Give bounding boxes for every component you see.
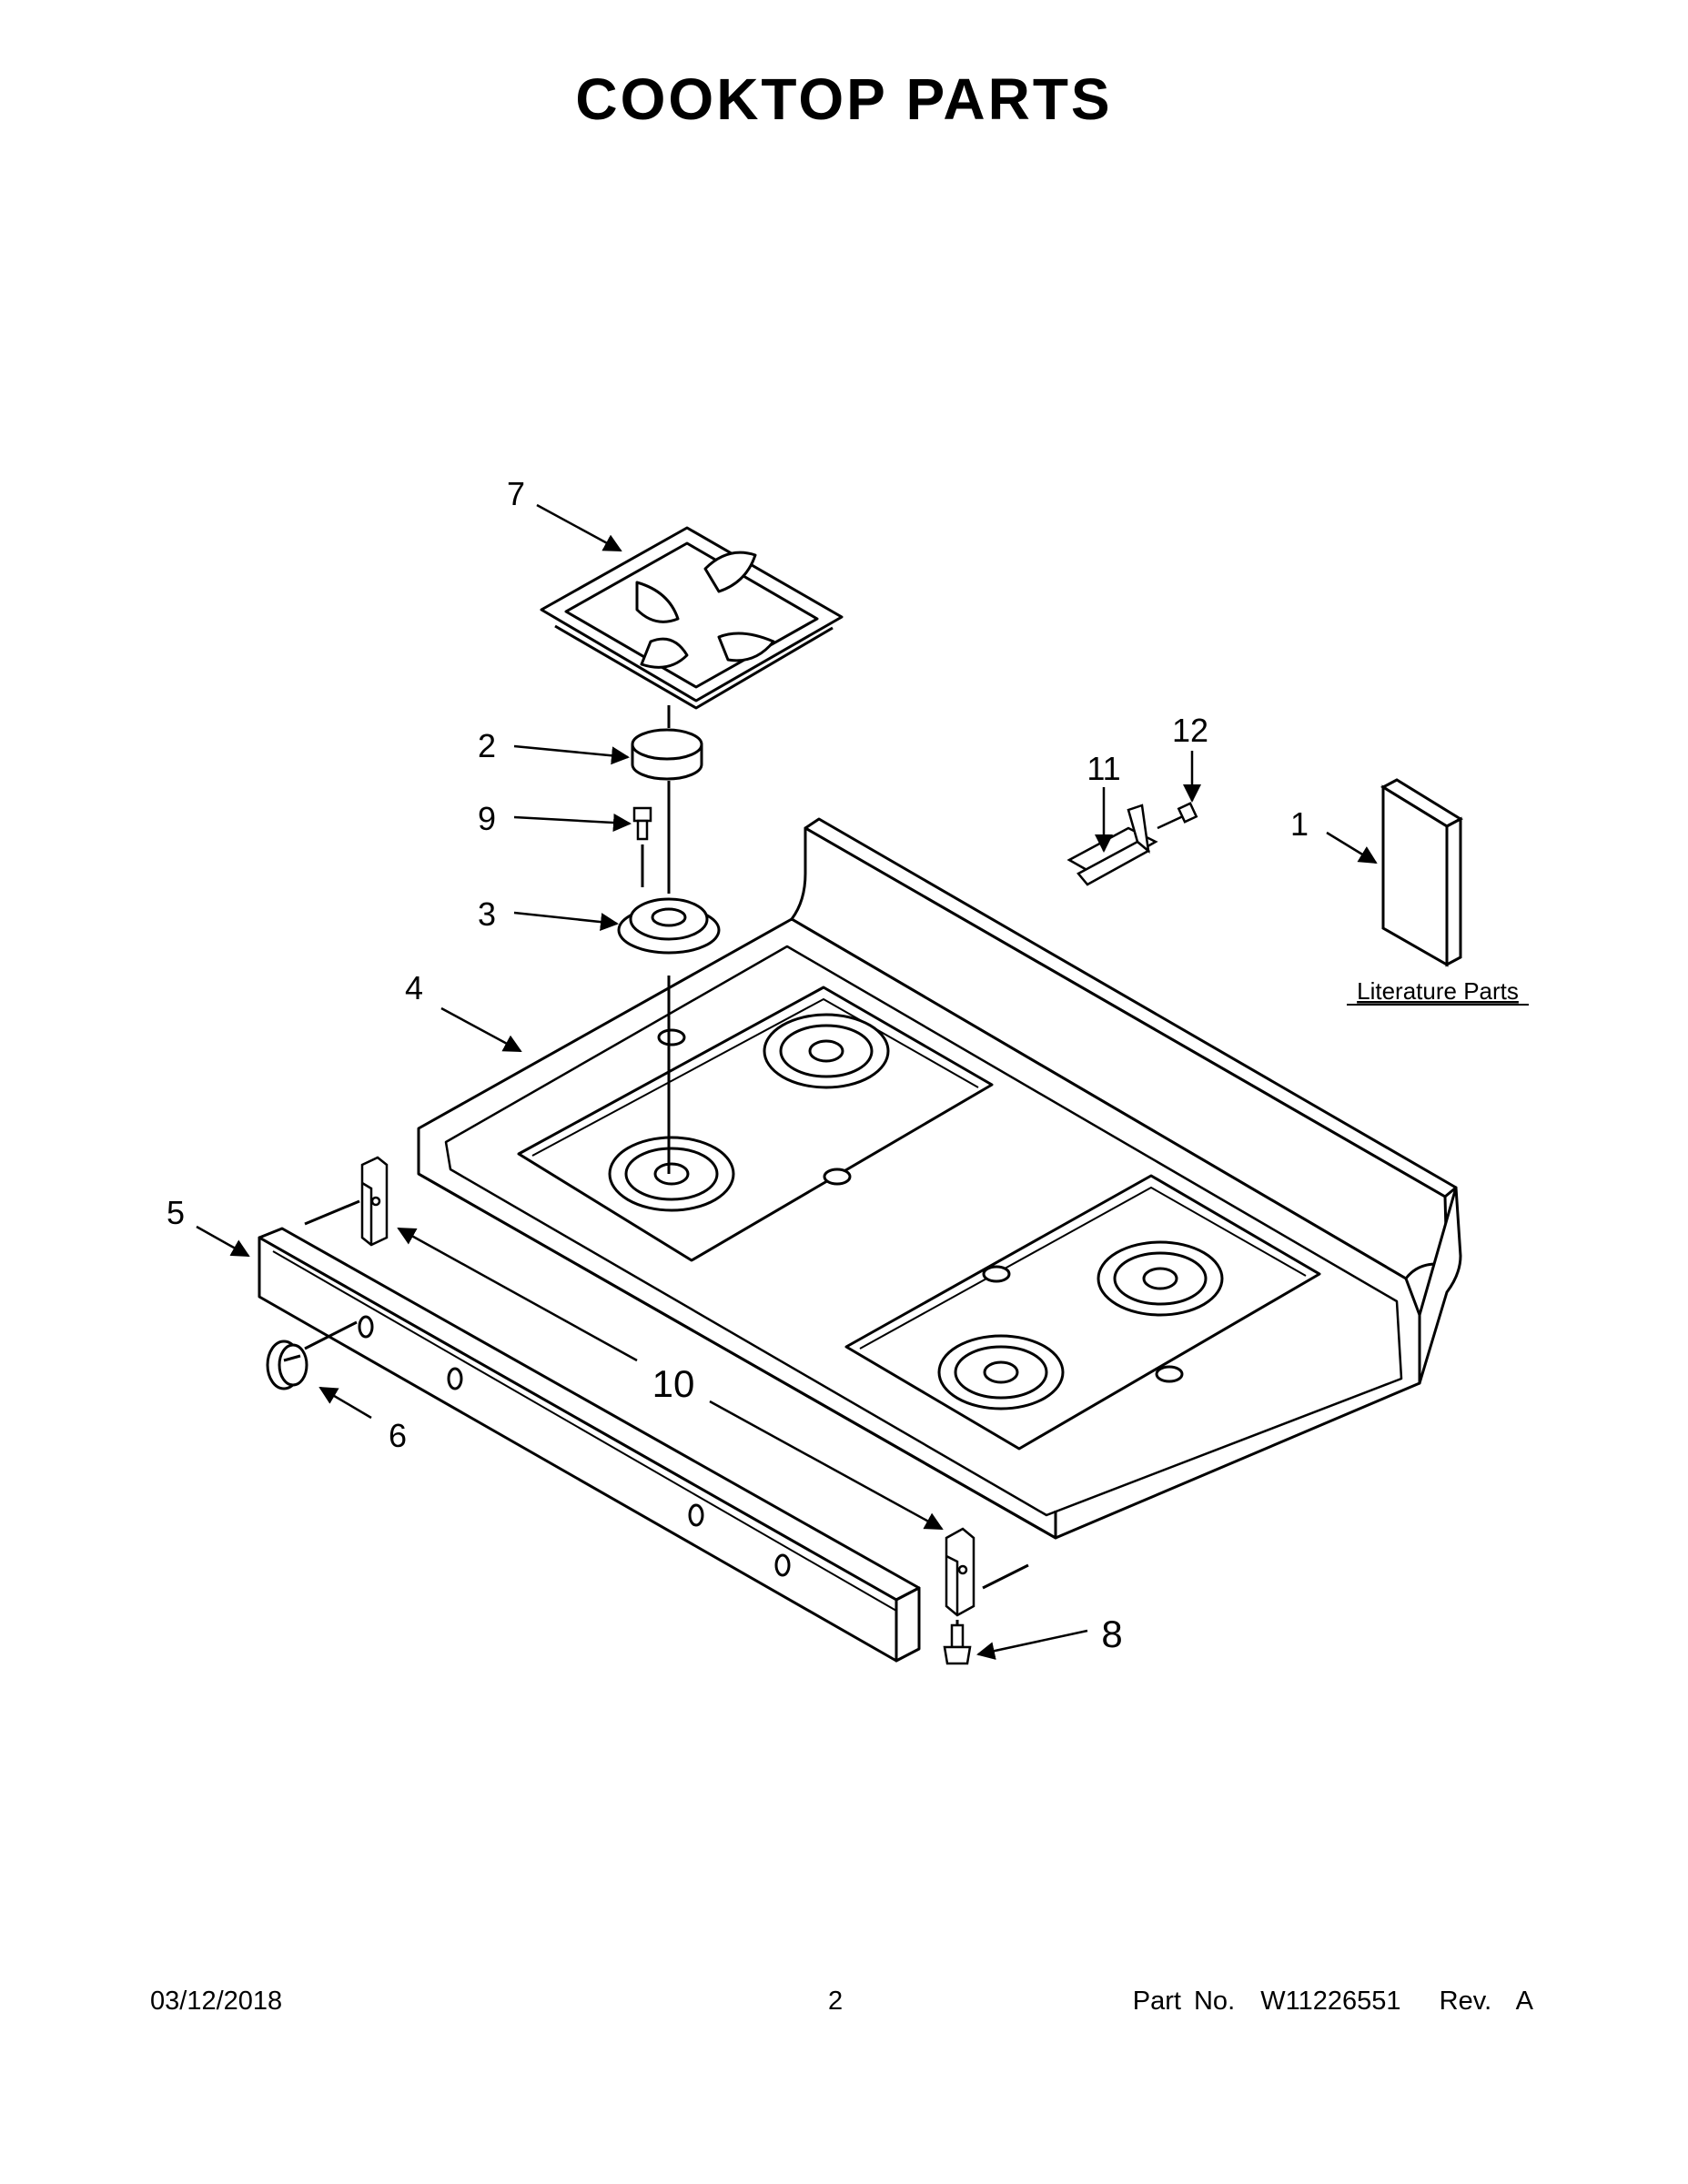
leader-arrows	[196, 503, 1378, 1660]
callout-10: 10	[652, 1362, 695, 1405]
mounting-bracket-left	[360, 1156, 389, 1247]
cooktop-main-top	[417, 817, 1462, 1540]
burner-bracket	[1066, 804, 1158, 886]
callout-8: 8	[1101, 1613, 1122, 1655]
callout-11: 11	[1087, 750, 1120, 787]
callout-2: 2	[478, 727, 496, 764]
callout-1: 1	[1290, 805, 1309, 843]
footer-part-number: Part No. W11226551 Rev. A	[1132, 1987, 1533, 2016]
footer-date: 03/12/2018	[150, 1987, 283, 2016]
control-knob	[266, 1340, 308, 1390]
bracket-screw	[1157, 802, 1198, 830]
callout-5: 5	[167, 1194, 185, 1231]
page-title: COOKTOP PARTS	[575, 66, 1113, 132]
callout-6: 6	[389, 1417, 407, 1454]
alignment-lines	[304, 705, 1029, 1625]
burner-cap	[631, 728, 703, 781]
literature-booklet	[1380, 778, 1464, 967]
burner-grate	[540, 526, 844, 710]
mounting-bracket-right	[945, 1527, 975, 1617]
callout-9: 9	[478, 800, 496, 837]
callout-7: 7	[507, 475, 525, 512]
control-panel-trim	[258, 1227, 921, 1663]
literature-parts-label: Literature Parts	[1357, 977, 1519, 1005]
footer-page-number: 2	[828, 1987, 844, 2016]
callout-3: 3	[478, 895, 496, 933]
bracket-screw-bottom	[943, 1623, 972, 1665]
burner-screw	[632, 806, 652, 841]
callout-12: 12	[1172, 712, 1208, 749]
callout-4: 4	[405, 969, 423, 1006]
burner-base	[617, 897, 721, 955]
